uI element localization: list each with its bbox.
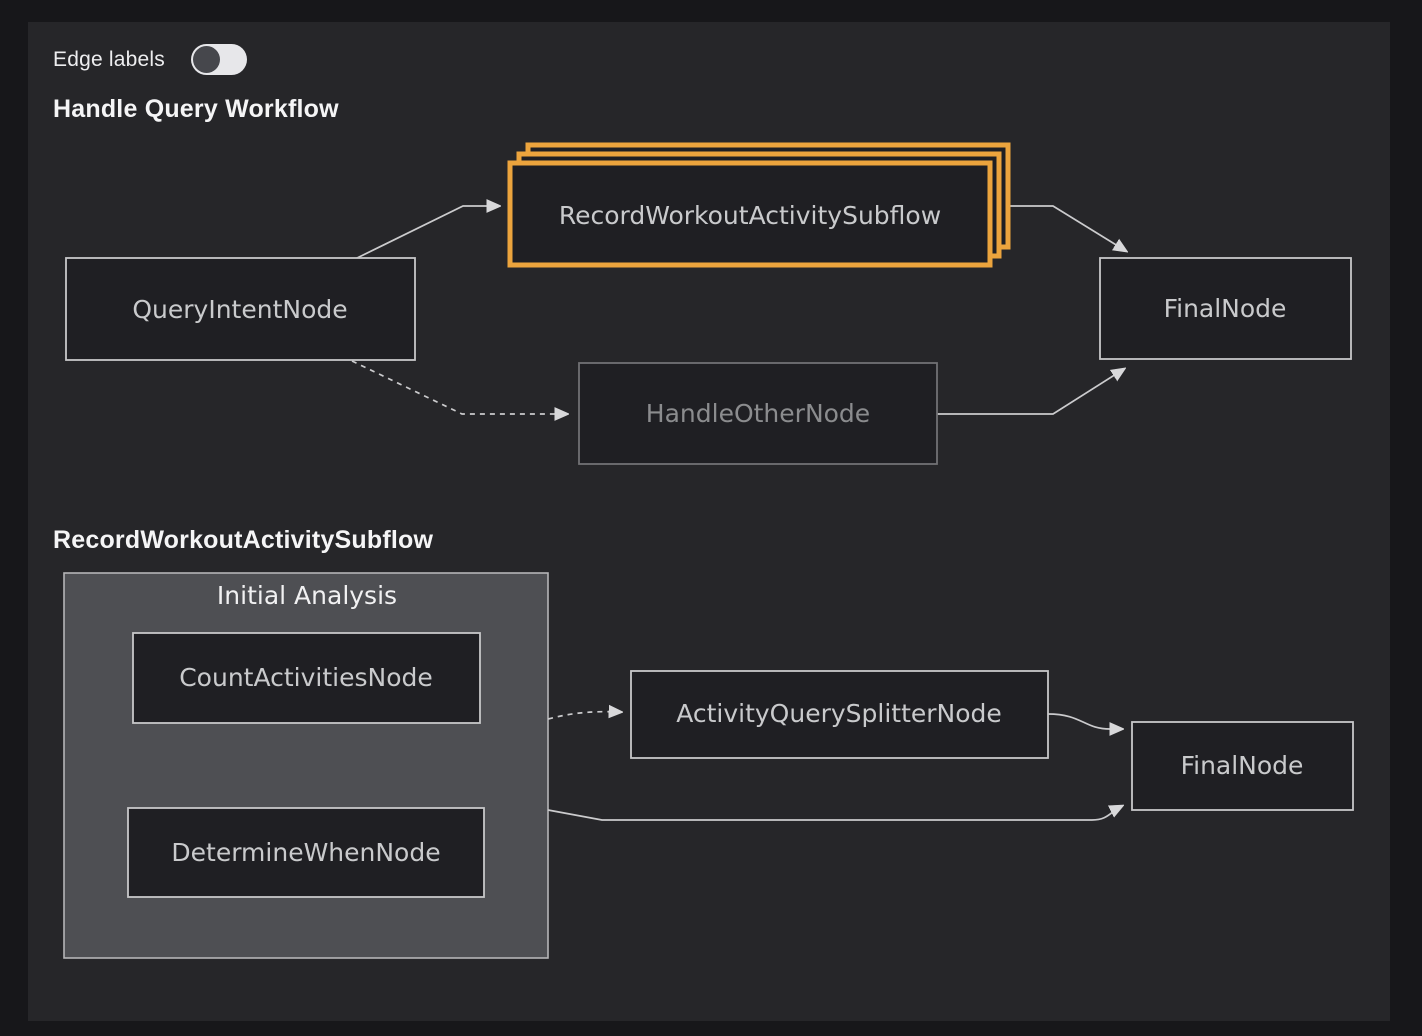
node-handle-other[interactable]: HandleOtherNode: [578, 362, 938, 465]
workflow2-graph: Initial Analysis CountActivitiesNode Det…: [63, 572, 1354, 959]
node-activity-query-splitter[interactable]: ActivityQuerySplitterNode: [630, 670, 1049, 759]
workflow2-title: RecordWorkoutActivitySubflow: [53, 526, 434, 554]
node-determine-when[interactable]: DetermineWhenNode: [127, 807, 485, 898]
node-final-top[interactable]: FinalNode: [1099, 257, 1352, 360]
edge-labels-toggle[interactable]: [190, 44, 247, 75]
node-query-intent[interactable]: QueryIntentNode: [65, 257, 416, 361]
edge-subflow-to-final: [1008, 205, 1126, 251]
workflow1-graph: QueryIntentNode RecordWorkoutActivitySub…: [65, 142, 1352, 465]
svg-text:CountActivitiesNode: CountActivitiesNode: [179, 663, 433, 692]
svg-text:HandleOtherNode: HandleOtherNode: [646, 399, 870, 428]
svg-text:RecordWorkoutActivitySubflow: RecordWorkoutActivitySubflow: [559, 201, 941, 230]
cluster-initial-analysis: Initial Analysis: [63, 572, 549, 959]
edge-labels-label: Edge labels: [53, 47, 165, 71]
toggle-knob-icon: [192, 46, 220, 73]
svg-text:FinalNode: FinalNode: [1164, 294, 1287, 323]
edge-queryintent-to-subflow: [354, 206, 499, 260]
edge-labels-control: Edge labels: [53, 44, 247, 75]
node-record-workout-subflow[interactable]: RecordWorkoutActivitySubflow: [507, 142, 1011, 268]
node-final-bottom[interactable]: FinalNode: [1131, 721, 1354, 811]
svg-text:ActivityQuerySplitterNode: ActivityQuerySplitterNode: [676, 699, 1002, 728]
svg-text:QueryIntentNode: QueryIntentNode: [132, 295, 347, 324]
edge-queryintent-to-handleother: [351, 360, 567, 414]
workflow1-title: Handle Query Workflow: [53, 95, 339, 123]
edge-cluster-to-final: [547, 806, 1122, 821]
svg-text:DetermineWhenNode: DetermineWhenNode: [171, 838, 440, 867]
svg-text:Initial Analysis: Initial Analysis: [217, 581, 397, 610]
stack-layer-front: [507, 160, 993, 268]
edge-cluster-to-splitter: [547, 712, 621, 720]
edge-splitter-to-final: [1047, 713, 1122, 729]
edge-handleother-to-final: [937, 369, 1124, 415]
node-count-activities[interactable]: CountActivitiesNode: [132, 632, 481, 724]
svg-text:FinalNode: FinalNode: [1181, 751, 1304, 780]
